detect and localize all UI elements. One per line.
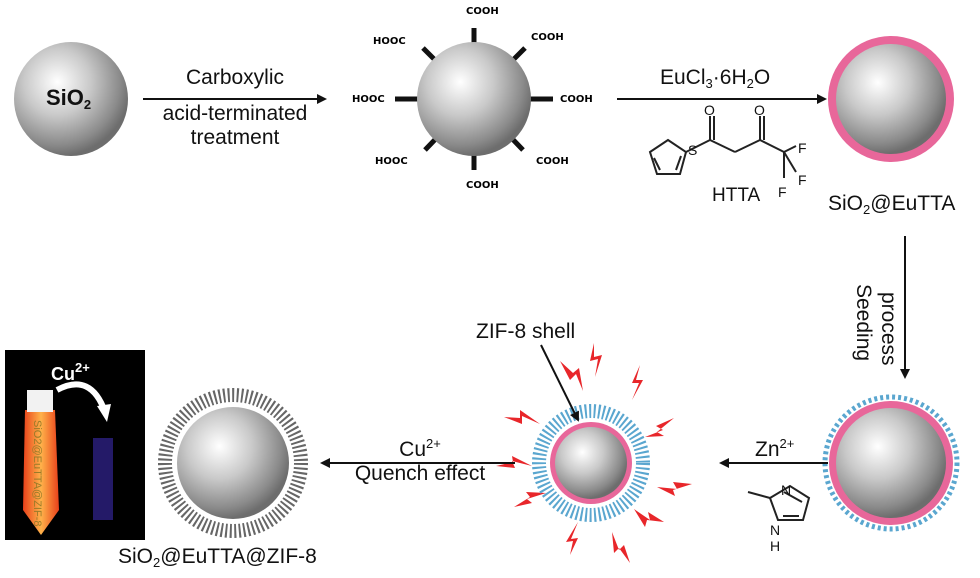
seeded-blue-dots (822, 394, 960, 532)
imidazole-n2-label: N (770, 522, 781, 538)
htta-structure (648, 116, 797, 178)
cooh-label: COOH (536, 156, 569, 167)
carboxyl-sphere (417, 42, 531, 156)
cu-quench-label: Cu2+ Quench effect (354, 436, 486, 485)
quenched-vial (93, 438, 113, 520)
zif8-emission-sparks (496, 343, 692, 563)
htta-o1-label: O (704, 102, 715, 118)
htta-label: HTTA (712, 185, 761, 206)
htta-o2-label: O (754, 102, 765, 118)
methylimidazole-structure (747, 484, 811, 521)
sio2-sphere (14, 42, 128, 156)
vial-cap (27, 390, 53, 412)
cooh-label: HOOC (375, 156, 408, 167)
vial-text: SiO2@EuTTA@ZIF-8 (31, 420, 43, 527)
quenched-gray-shell (158, 388, 308, 538)
cooh-label: COOH (466, 6, 499, 17)
zn-label: Zn2+ (755, 436, 795, 461)
cooh-label: HOOC (373, 36, 406, 47)
photo-cu-label: Cu2+ (51, 360, 90, 384)
htta-f2-label: F (798, 172, 807, 188)
sio2-eutta-sphere (836, 44, 946, 154)
imidazole-h-label: H (770, 538, 781, 554)
vial-photograph: Cu2+ SiO2@EuTTA@ZIF-8 (5, 350, 145, 540)
process-label: process (877, 292, 900, 366)
final-product-label: SiO2@EuTTA@ZIF-8 (118, 545, 317, 570)
seeded-sphere (836, 408, 946, 518)
eucl3-label: EuCl3·6H2O (660, 66, 771, 91)
zif8-shell-label: ZIF-8 shell (476, 320, 576, 343)
zif8-blue-shell-outer (532, 404, 650, 522)
photo-curved-arrow (55, 381, 108, 414)
cooh-label: COOH (560, 94, 593, 105)
imidazole-n1-label: N (781, 482, 792, 498)
step1-label-2: acid-terminated treatment (162, 102, 308, 149)
seeding-label: Seeding (852, 284, 875, 362)
htta-f3-label: F (778, 184, 787, 200)
cooh-label: HOOC (352, 94, 385, 105)
vial-photo-drawing (23, 381, 113, 535)
glowing-vial (23, 410, 59, 535)
step1-label: Carboxylic (185, 66, 285, 89)
quenched-sphere (177, 407, 289, 519)
cooh-label: COOH (466, 180, 499, 191)
sio2-label: SiO2 (46, 85, 92, 113)
sio2-eutta-label: SiO2@EuTTA (828, 192, 956, 217)
htta-f1-label: F (798, 140, 807, 156)
zif8-shell-pointer (540, 344, 579, 422)
cooh-label: COOH (531, 32, 564, 43)
cooh-sphere-group (395, 28, 553, 170)
htta-s-label: S (688, 142, 698, 158)
zif8-sphere (555, 427, 627, 499)
